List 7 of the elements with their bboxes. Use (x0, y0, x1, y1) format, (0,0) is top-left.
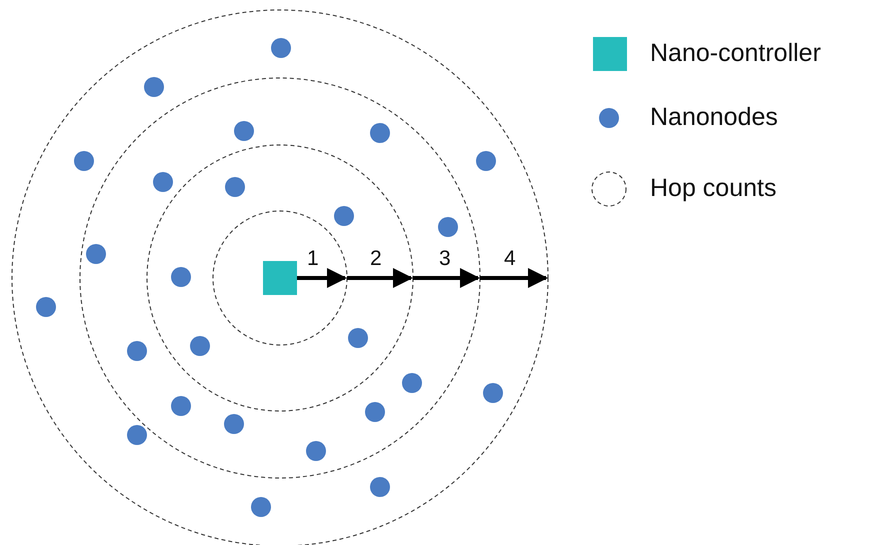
hop-number: 4 (504, 248, 516, 269)
legend-label: Hop counts (650, 176, 776, 201)
hop-number: 1 (307, 248, 319, 269)
hop-number: 2 (370, 248, 382, 269)
legend-label: Nanonodes (650, 105, 778, 130)
hop-number: 3 (439, 248, 451, 269)
legend-label: Nano-controller (650, 41, 821, 66)
